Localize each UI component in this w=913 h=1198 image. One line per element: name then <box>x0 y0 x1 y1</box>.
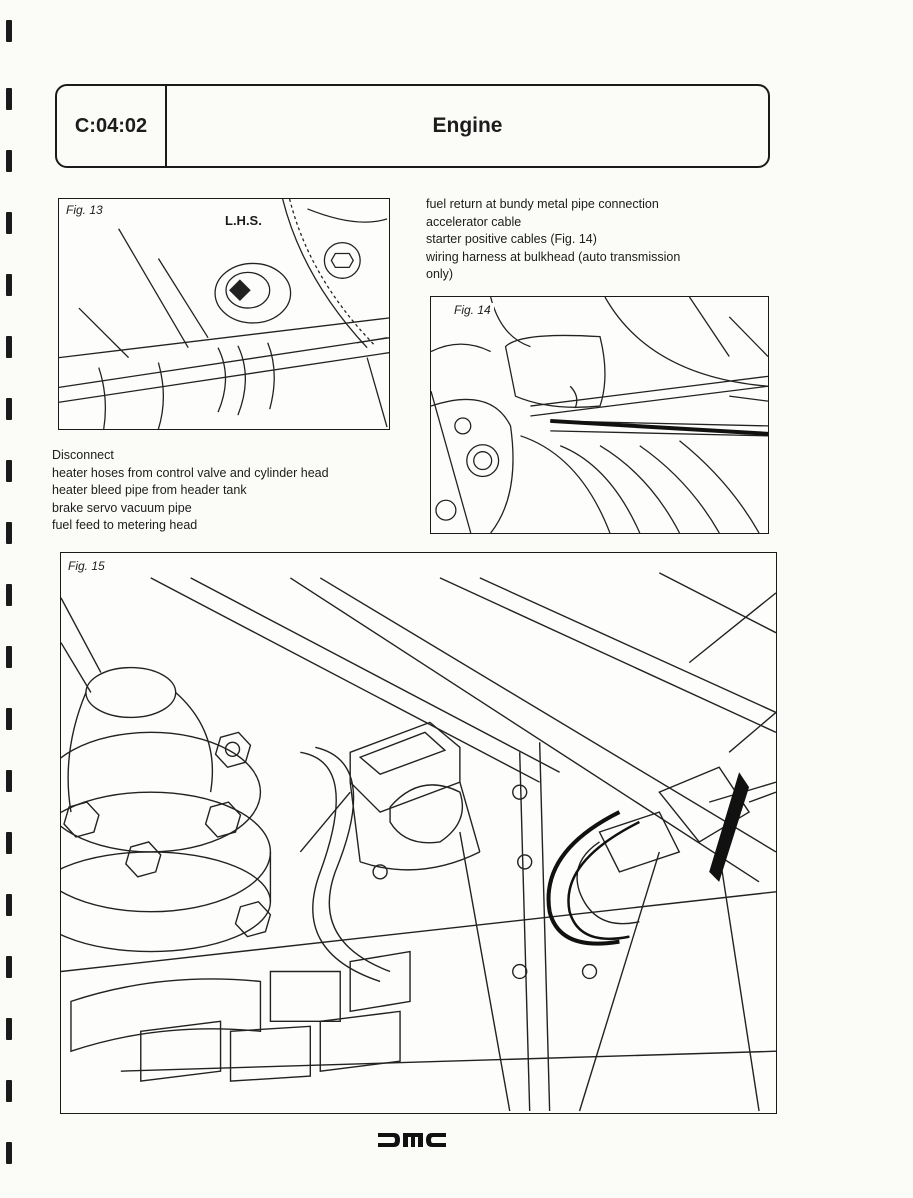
header-divider <box>165 86 167 166</box>
figure-15-illustration <box>61 572 776 1112</box>
figure-14: Fig. 14 <box>430 296 769 534</box>
list-item: heater bleed pipe from header tank <box>52 483 247 497</box>
list-heading: Disconnect <box>52 448 114 462</box>
list-item: wiring harness at bulkhead (auto transmi… <box>426 249 681 264</box>
page-header: C:04:02 Engine <box>55 84 770 168</box>
right-instruction-list: fuel return at bundy metal pipe connecti… <box>426 196 680 284</box>
list-item: fuel feed to metering head <box>52 518 198 532</box>
dmc-logo <box>378 1133 446 1147</box>
left-instruction-list: Disconnect heater hoses from control val… <box>52 447 329 535</box>
figure-15-caption: Fig. 15 <box>65 559 108 573</box>
section-title: Engine <box>432 114 503 137</box>
figure-13-illustration <box>59 199 389 429</box>
section-code: C:04:02 <box>74 114 148 137</box>
list-item: starter positive cables (Fig. 14) <box>426 232 597 246</box>
list-item: brake servo vacuum pipe <box>52 500 192 515</box>
figure-14-caption: Fig. 14 <box>451 303 494 317</box>
list-item: heater hoses from control valve and cyli… <box>52 465 329 480</box>
figure-15: Fig. 15 <box>60 552 777 1114</box>
list-item: only) <box>426 267 454 281</box>
figure-13: Fig. 13 L.H.S. <box>58 198 390 430</box>
figure-13-caption: Fig. 13 <box>63 203 106 217</box>
figure-13-side-label: L.H.S. <box>225 213 262 228</box>
figure-14-illustration <box>431 297 768 533</box>
list-item: accelerator cable <box>426 214 522 229</box>
list-item: fuel return at bundy metal pipe connecti… <box>426 197 659 211</box>
